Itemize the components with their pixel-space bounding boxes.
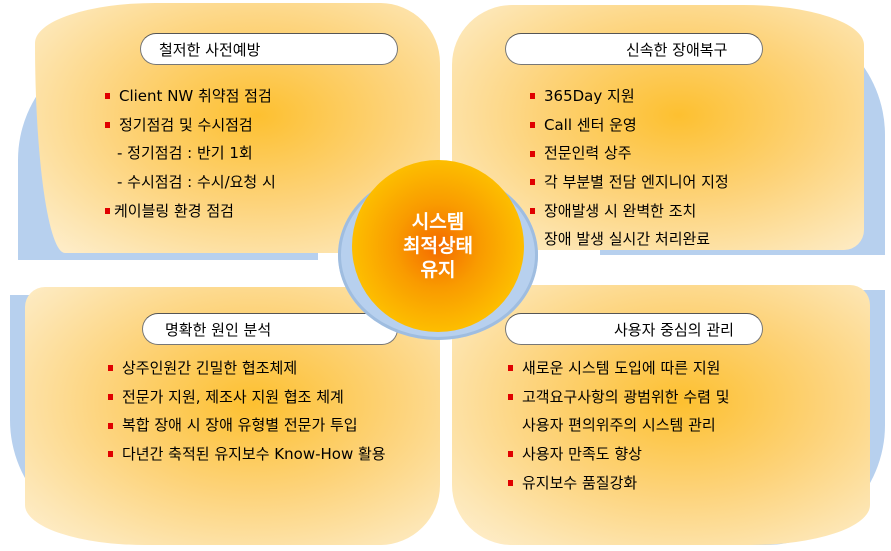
bullet-icon bbox=[530, 122, 535, 129]
list-item-text: 각 부분별 전담 엔지니어 지정 bbox=[544, 173, 729, 192]
bullet-icon bbox=[508, 394, 513, 401]
list-item: 정기점검 및 수시점검 bbox=[105, 111, 276, 140]
list-item: 각 부분별 전담 엔지니어 지정 bbox=[530, 168, 729, 197]
list-item: 사용자 편의위주의 시스템 관리 bbox=[508, 411, 730, 440]
center-text-line: 시스템 bbox=[411, 211, 465, 233]
panel-title-analysis: 명확한 원인 분석 bbox=[142, 313, 398, 345]
list-item-text: 사용자 편의위주의 시스템 관리 bbox=[522, 416, 716, 435]
list-item: 전문가 지원, 제조사 지원 협조 체계 bbox=[108, 383, 386, 412]
list-item: 상주인원간 긴밀한 협조체제 bbox=[108, 354, 386, 383]
list-item: 유지보수 품질강화 bbox=[508, 469, 730, 498]
list-item: 복합 장애 시 장애 유형별 전문가 투입 bbox=[108, 411, 386, 440]
list-item-text: - 정기점검 : 반기 1회 bbox=[117, 144, 253, 163]
list-item-text: 상주인원간 긴밀한 협조체제 bbox=[122, 359, 298, 377]
list-item-text: 사용자 만족도 향상 bbox=[522, 445, 642, 464]
list-item: 고객요구사항의 광범위한 수렴 및 bbox=[508, 383, 730, 412]
list-item-text: 유지보수 품질강화 bbox=[522, 473, 638, 492]
bullet-icon bbox=[508, 365, 513, 372]
bullet-icon bbox=[108, 422, 113, 429]
list-item: 케이블링 환경 점검 bbox=[105, 197, 276, 226]
list-item-text: 장애발생 시 완벽한 조치 bbox=[544, 201, 697, 220]
center-goal-circle: 시스템 최적상태 유지 bbox=[352, 160, 524, 332]
panel-title-prevention: 철저한 사전예방 bbox=[140, 33, 398, 65]
list-item: 새로운 시스템 도입에 따른 지원 bbox=[508, 354, 730, 383]
list-item-text: 전문인력 상주 bbox=[544, 144, 632, 163]
list-item-text: 365Day 지원 bbox=[544, 87, 635, 105]
bullet-icon bbox=[530, 150, 535, 157]
list-item-text: - 수시점검 : 수시/요청 시 bbox=[117, 173, 276, 192]
bullet-icon bbox=[105, 122, 110, 129]
bullet-icon bbox=[105, 208, 110, 215]
center-text-line: 유지 bbox=[420, 259, 456, 281]
bullet-icon bbox=[105, 93, 110, 100]
list-item-text: 고객요구사항의 광범위한 수렴 및 bbox=[522, 387, 730, 406]
list-item-text: 복합 장애 시 장애 유형별 전문가 투입 bbox=[122, 416, 358, 435]
list-item-text: 새로운 시스템 도입에 따른 지원 bbox=[522, 359, 721, 377]
bullet-icon bbox=[508, 480, 513, 487]
list-item: Client NW 취약점 점검 bbox=[105, 82, 276, 111]
list-item-text: Client NW 취약점 점검 bbox=[119, 87, 272, 105]
list-analysis: 상주인원간 긴밀한 협조체제 전문가 지원, 제조사 지원 협조 체계 복합 장… bbox=[108, 354, 386, 469]
list-item-text: 전문가 지원, 제조사 지원 협조 체계 bbox=[122, 387, 344, 406]
list-item: 다년간 축적된 유지보수 Know-How 활용 bbox=[108, 440, 386, 469]
bullet-icon bbox=[530, 93, 535, 100]
list-item-text: Call 센터 운영 bbox=[544, 115, 637, 134]
list-item: 사용자 만족도 향상 bbox=[508, 440, 730, 469]
list-item-text: 케이블링 환경 점검 bbox=[114, 201, 234, 220]
list-item: Call 센터 운영 bbox=[530, 111, 729, 140]
list-item: 장애 발생 실시간 처리완료 bbox=[530, 225, 729, 254]
bullet-icon bbox=[108, 394, 113, 401]
list-item-text: 다년간 축적된 유지보수 Know-How 활용 bbox=[122, 445, 386, 464]
list-recovery: 365Day 지원 Call 센터 운영 전문인력 상주 각 부분별 전담 엔지… bbox=[530, 82, 729, 254]
panel-title-recovery: 신속한 장애복구 bbox=[505, 33, 763, 65]
list-item-text: 장애 발생 실시간 처리완료 bbox=[544, 230, 711, 249]
bullet-icon bbox=[530, 179, 535, 186]
bullet-icon bbox=[108, 451, 113, 458]
list-item: - 수시점검 : 수시/요청 시 bbox=[105, 168, 276, 197]
list-prevention: Client NW 취약점 점검 정기점검 및 수시점검 - 정기점검 : 반기… bbox=[105, 82, 276, 225]
center-text-line: 최적상태 bbox=[403, 235, 473, 257]
list-item: 전문인력 상주 bbox=[530, 139, 729, 168]
list-item: - 정기점검 : 반기 1회 bbox=[105, 139, 276, 168]
list-user-centric: 새로운 시스템 도입에 따른 지원 고객요구사항의 광범위한 수렴 및 사용자 … bbox=[508, 354, 730, 497]
list-item: 365Day 지원 bbox=[530, 82, 729, 111]
panel-title-user-centric: 사용자 중심의 관리 bbox=[505, 313, 763, 345]
list-item: 장애발생 시 완벽한 조치 bbox=[530, 197, 729, 226]
list-item-text: 정기점검 및 수시점검 bbox=[119, 115, 253, 134]
bullet-icon bbox=[508, 451, 513, 458]
bullet-icon bbox=[108, 365, 113, 372]
bullet-icon bbox=[530, 208, 535, 215]
